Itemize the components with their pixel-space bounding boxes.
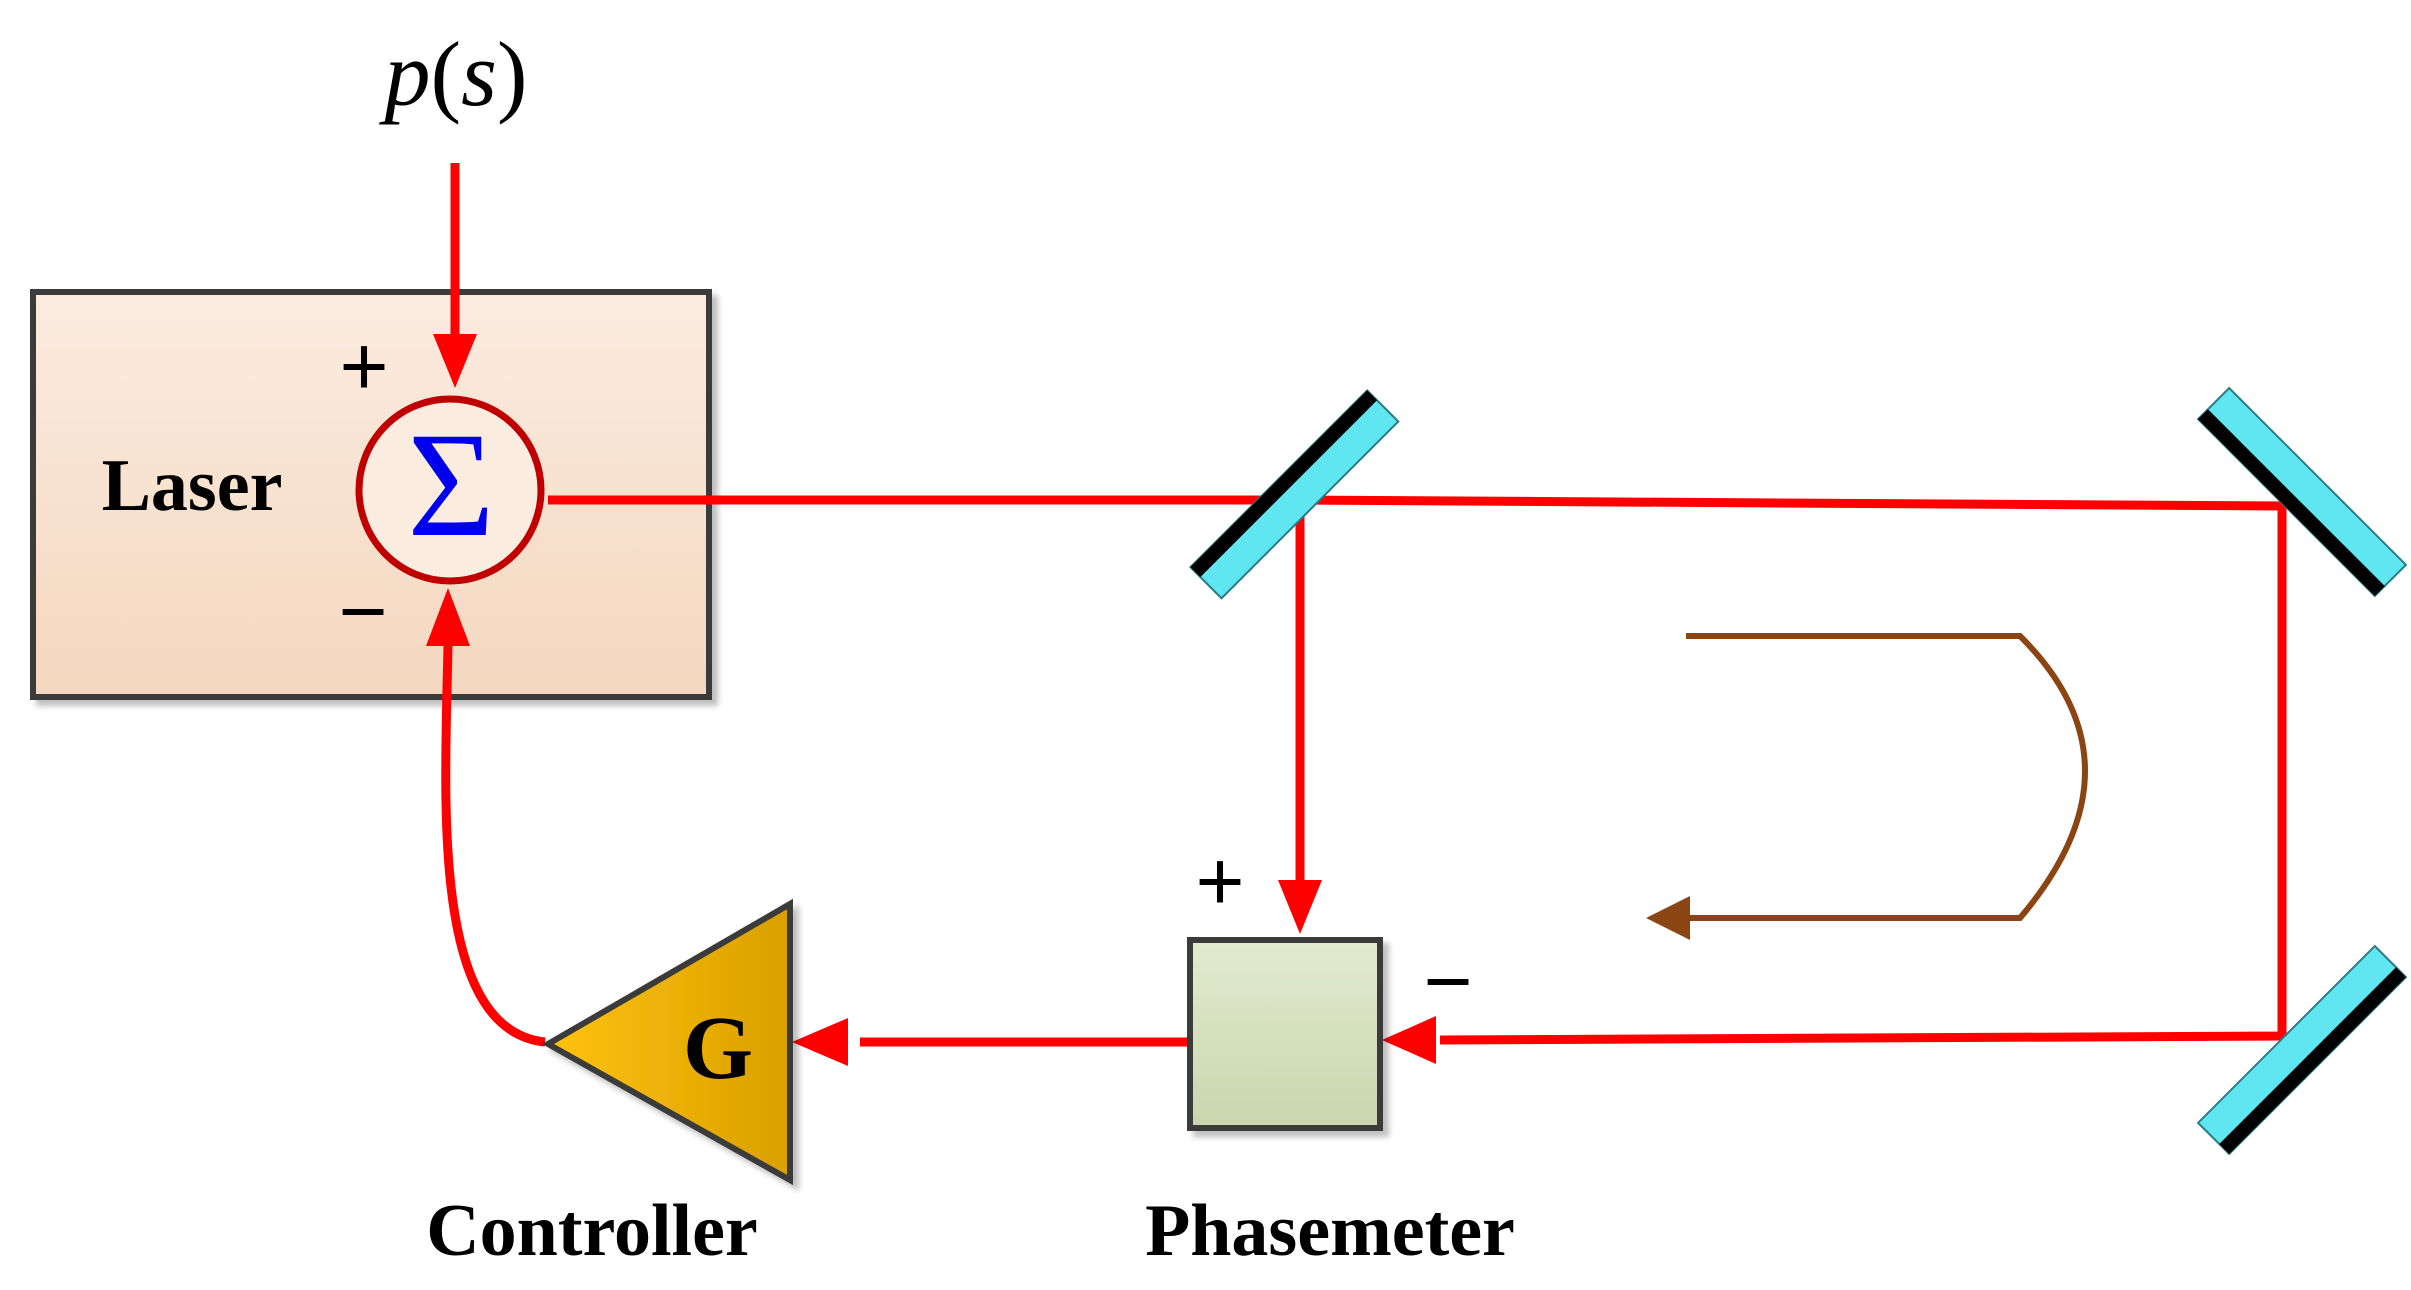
beam-splitter-glass: [1188, 388, 1400, 600]
input-label: p(s): [378, 23, 527, 125]
phasemeter-plus-sign: +: [1195, 834, 1244, 928]
top-right-mirror-backing: [2198, 409, 2385, 596]
controller-triangle: [541, 898, 793, 1186]
controller-block: G Controller: [426, 898, 793, 1272]
bottom-right-mirror: [2196, 944, 2408, 1156]
controller-gain-label: G: [683, 999, 753, 1098]
phasemeter-minus-arrowhead-icon: [1382, 1016, 1436, 1064]
summer-plus-sign: +: [339, 319, 388, 413]
input-arrowhead-icon: [433, 334, 477, 388]
direction-arrowhead-icon: [1646, 896, 1690, 940]
input-close-paren: ): [497, 23, 528, 125]
bottom-right-mirror-backing: [2219, 967, 2406, 1154]
top-right-mirror-glass: [2196, 386, 2408, 598]
summer-circle: [355, 395, 545, 585]
input-p: p: [378, 23, 430, 125]
phasemeter-plus-arrowhead-icon: [1278, 880, 1322, 934]
feedback-arrowhead-icon: [426, 588, 470, 646]
phasemeter-minus-sign: −: [1423, 934, 1472, 1028]
phasemeter-box: [1187, 937, 1383, 1131]
controller-label: Controller: [426, 1190, 758, 1272]
sigma-icon: Σ: [407, 402, 494, 568]
laser-label: Laser: [102, 445, 283, 527]
phasemeter-label: Phasemeter: [1145, 1190, 1515, 1272]
controller-input-arrowhead-icon: [792, 1018, 848, 1066]
beam-output-path: [548, 495, 2287, 1045]
direction-arrow-icon: [1646, 633, 2088, 940]
direction-arrow-path: [1686, 633, 2088, 921]
beam-splitter-backing: [1190, 390, 1378, 578]
bottom-right-mirror-glass: [2196, 944, 2408, 1156]
input-s: s: [461, 23, 497, 125]
feedback-path: [441, 644, 546, 1047]
summer-minus-sign: −: [338, 564, 387, 658]
laser-beam: [441, 495, 2287, 1047]
summing-junction: Σ + −: [338, 319, 545, 658]
phasemeter-block: + − Phasemeter: [1145, 834, 1515, 1272]
laser-block: Laser: [30, 289, 712, 700]
beam-splitter-mirror: [1188, 388, 1400, 600]
input-open-paren: (: [430, 23, 461, 125]
input-signal: p(s): [378, 23, 528, 388]
top-right-mirror: [2196, 386, 2408, 598]
